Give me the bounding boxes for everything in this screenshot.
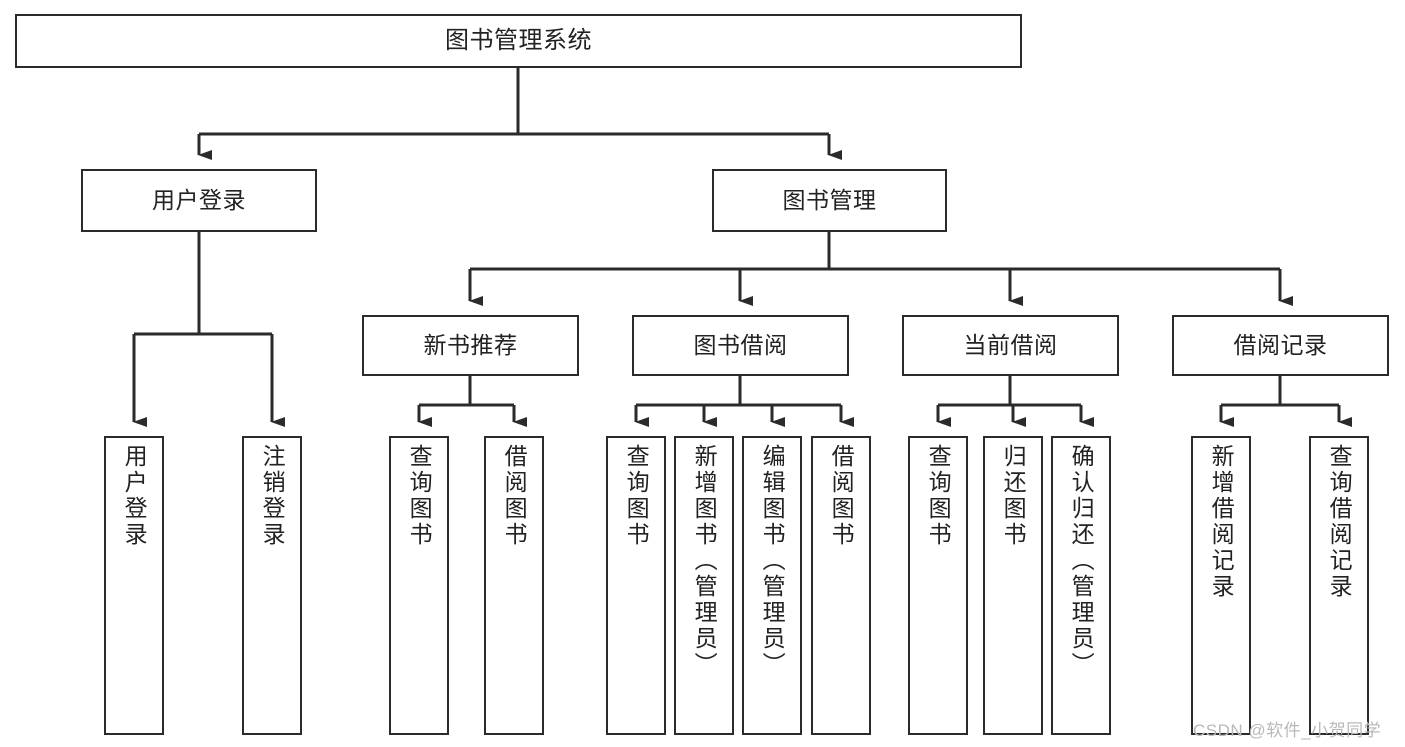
node-leaf-query-book-new-label: 查询图书: [406, 444, 433, 548]
node-leaf-edit-book[interactable]: 编辑图书（管理员）: [742, 436, 802, 735]
node-leaf-user-login-label: 用户登录: [121, 444, 148, 548]
node-root[interactable]: 图书管理系统: [15, 14, 1022, 68]
node-leaf-query-record-label: 查询借阅记录: [1326, 444, 1353, 600]
node-leaf-edit-book-label: 编辑图书（管理员）: [759, 444, 786, 678]
node-leaf-add-record-label: 新增借阅记录: [1208, 444, 1235, 600]
node-leaf-borrow-book-label: 借阅图书: [828, 444, 855, 548]
node-book-borrow[interactable]: 图书借阅: [632, 315, 849, 376]
node-user-login[interactable]: 用户登录: [81, 169, 317, 232]
node-user-login-label: 用户登录: [152, 186, 246, 213]
node-leaf-query-book-new[interactable]: 查询图书: [389, 436, 449, 735]
node-borrow-record-label: 借阅记录: [1233, 331, 1328, 358]
node-leaf-user-login[interactable]: 用户登录: [104, 436, 164, 735]
node-leaf-confirm-return-label: 确认归还（管理员）: [1068, 444, 1095, 678]
node-leaf-borrow-book-new[interactable]: 借阅图书: [484, 436, 544, 735]
node-leaf-add-record[interactable]: 新增借阅记录: [1191, 436, 1251, 735]
node-leaf-confirm-return[interactable]: 确认归还（管理员）: [1051, 436, 1111, 735]
node-new-book-recommend[interactable]: 新书推荐: [362, 315, 579, 376]
node-leaf-query-book-borrow-label: 查询图书: [623, 444, 650, 548]
node-leaf-add-book[interactable]: 新增图书（管理员）: [674, 436, 734, 735]
node-leaf-return-book[interactable]: 归还图书: [983, 436, 1043, 735]
node-current-borrow-label: 当前借阅: [963, 331, 1058, 358]
node-leaf-logout-label: 注销登录: [259, 444, 286, 548]
node-leaf-borrow-book[interactable]: 借阅图书: [811, 436, 871, 735]
node-borrow-record[interactable]: 借阅记录: [1172, 315, 1389, 376]
node-new-book-recommend-label: 新书推荐: [423, 331, 518, 358]
node-leaf-query-book-current[interactable]: 查询图书: [908, 436, 968, 735]
node-book-borrow-label: 图书借阅: [693, 331, 788, 358]
node-leaf-query-book-borrow[interactable]: 查询图书: [606, 436, 666, 735]
node-leaf-logout[interactable]: 注销登录: [242, 436, 302, 735]
node-book-management-label: 图书管理: [782, 186, 877, 213]
node-leaf-query-record[interactable]: 查询借阅记录: [1309, 436, 1369, 735]
node-leaf-return-book-label: 归还图书: [1000, 444, 1027, 548]
node-root-label: 图书管理系统: [445, 26, 592, 54]
node-leaf-borrow-book-new-label: 借阅图书: [501, 444, 528, 548]
node-leaf-add-book-label: 新增图书（管理员）: [691, 444, 718, 678]
node-leaf-query-book-current-label: 查询图书: [925, 444, 952, 548]
node-book-management[interactable]: 图书管理: [712, 169, 947, 232]
csdn-watermark: CSDN @软件_小贺同学: [1193, 721, 1382, 740]
node-current-borrow[interactable]: 当前借阅: [902, 315, 1119, 376]
